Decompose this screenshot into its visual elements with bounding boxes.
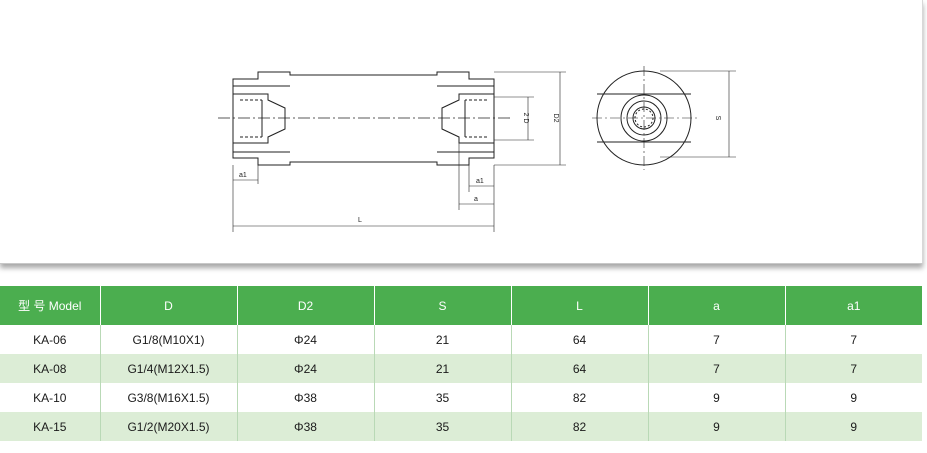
cell-a1: 7 <box>785 354 922 383</box>
cell-s: 35 <box>374 412 512 441</box>
cell-d2: Φ38 <box>237 412 375 441</box>
cell-l: 64 <box>511 325 649 354</box>
dim-D2: D2 <box>552 114 559 123</box>
cell-l: 82 <box>511 383 649 412</box>
dim-a1-left: a1 <box>239 172 247 179</box>
side-view <box>218 71 512 166</box>
cell-s: 21 <box>374 354 512 383</box>
dim-D: 2 D <box>522 113 529 124</box>
cell-l: 82 <box>511 412 649 441</box>
cell-a1: 9 <box>785 383 922 412</box>
dim-a1-right: a1 <box>476 178 484 185</box>
cell-d2: Φ24 <box>237 354 375 383</box>
table-row: KA-06 G1/8(M10X1) Φ24 21 64 7 7 <box>0 325 922 354</box>
cell-model: KA-06 <box>0 325 101 354</box>
cell-model: KA-08 <box>0 354 101 383</box>
header-d2: D2 <box>237 286 375 325</box>
end-view-dimensions <box>660 70 736 158</box>
cell-model: KA-15 <box>0 412 101 441</box>
cell-s: 21 <box>374 325 512 354</box>
header-s: S <box>374 286 512 325</box>
cell-l: 64 <box>511 354 649 383</box>
cell-d: G3/8(M16X1.5) <box>100 383 238 412</box>
dim-S: S <box>714 116 721 121</box>
cell-a: 7 <box>648 354 786 383</box>
coupling-drawing: a1 a1 a L 2 D D2 S <box>218 66 736 232</box>
dim-L: L <box>358 217 362 224</box>
spec-table: 型 号 Model D D2 S L a a1 KA-06 G1/8(M10X1… <box>0 286 922 441</box>
cell-d: G1/4(M12X1.5) <box>100 354 238 383</box>
table-row: KA-15 G1/2(M20X1.5) Φ38 35 82 9 9 <box>0 412 922 441</box>
technical-drawing-panel: a1 a1 a L 2 D D2 S <box>0 0 923 264</box>
cell-d: G1/2(M20X1.5) <box>100 412 238 441</box>
cell-a1: 9 <box>785 412 922 441</box>
header-model: 型 号 Model <box>0 286 101 325</box>
cell-a: 9 <box>648 412 786 441</box>
cell-d2: Φ24 <box>237 325 375 354</box>
cell-a: 7 <box>648 325 786 354</box>
dim-a: a <box>474 196 478 203</box>
table-row: KA-08 G1/4(M12X1.5) Φ24 21 64 7 7 <box>0 354 922 383</box>
cell-a1: 7 <box>785 325 922 354</box>
cell-d2: Φ38 <box>237 383 375 412</box>
side-view-dimensions <box>232 71 566 232</box>
cell-a: 9 <box>648 383 786 412</box>
header-a1: a1 <box>785 286 922 325</box>
table-header-row: 型 号 Model D D2 S L a a1 <box>0 286 922 325</box>
cell-s: 35 <box>374 383 512 412</box>
table-row: KA-10 G3/8(M16X1.5) Φ38 35 82 9 9 <box>0 383 922 412</box>
header-a: a <box>648 286 786 325</box>
header-l: L <box>511 286 649 325</box>
header-d: D <box>100 286 238 325</box>
cell-d: G1/8(M10X1) <box>100 325 238 354</box>
cell-model: KA-10 <box>0 383 101 412</box>
end-view <box>592 66 700 170</box>
